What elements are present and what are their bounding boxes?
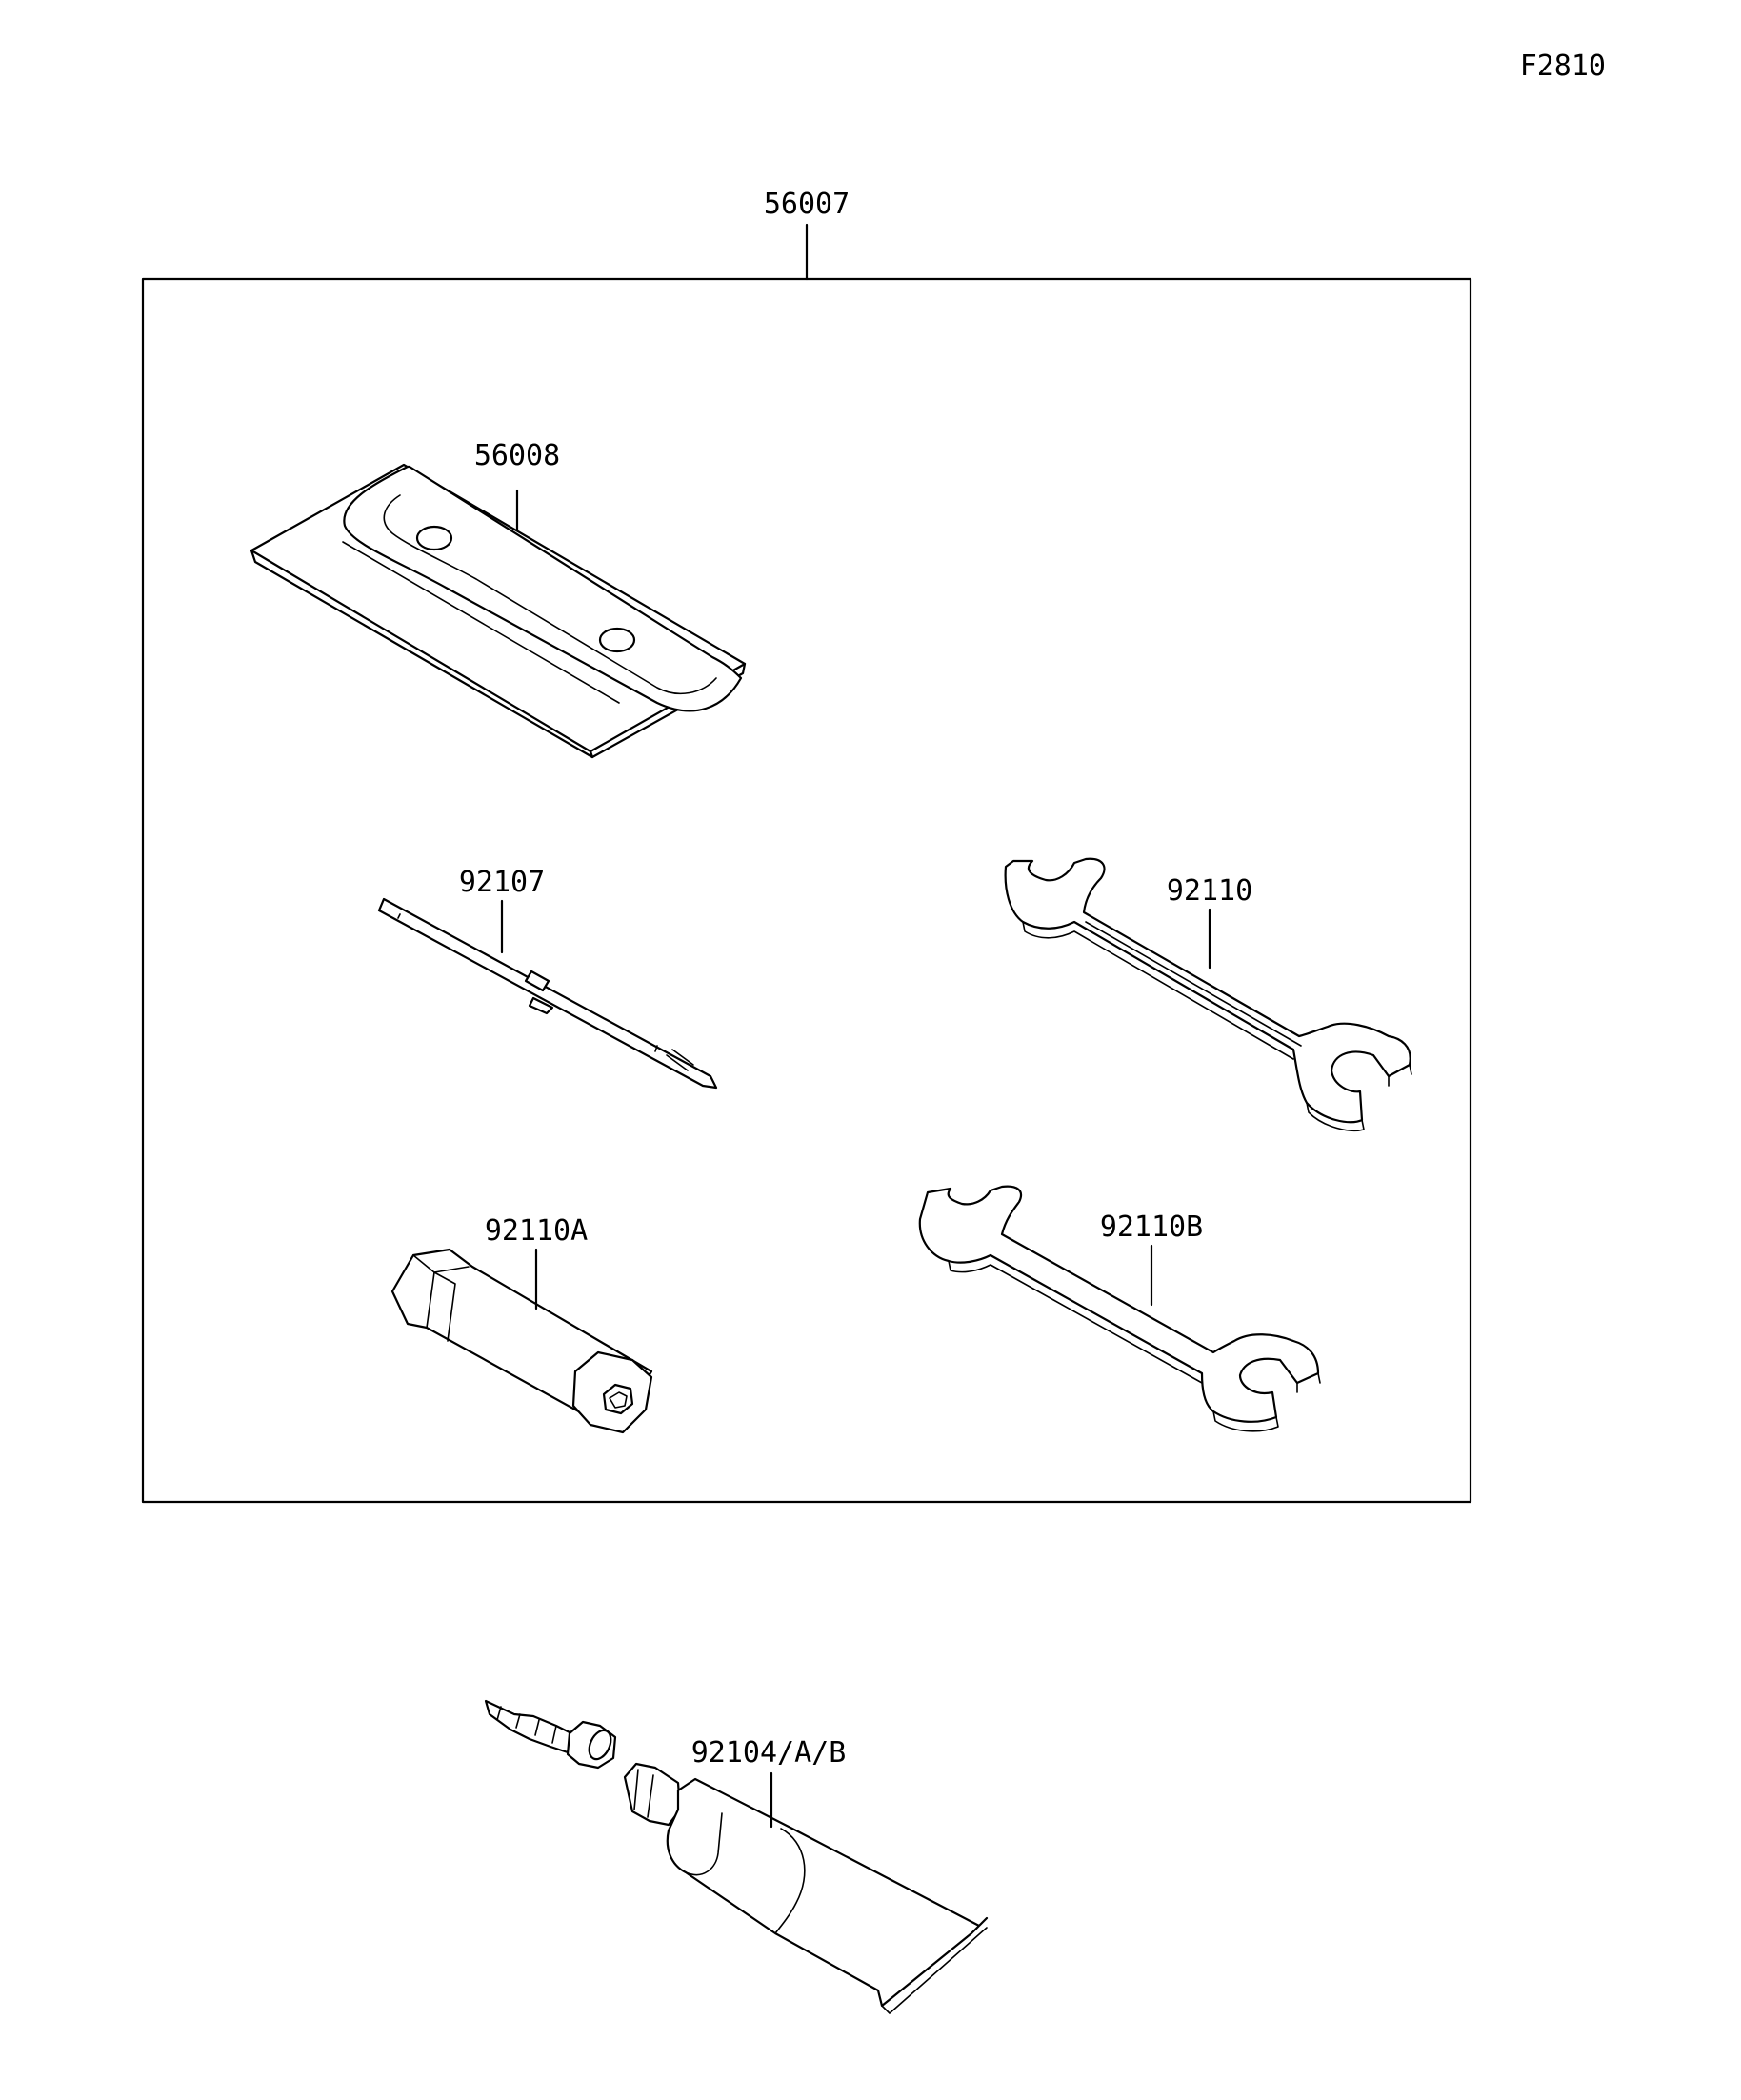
grease-tube-drawing — [484, 1699, 989, 2014]
screwdriver-drawing — [377, 897, 718, 1090]
spark-plug-wrench-group: 92110A — [390, 1214, 653, 1434]
grease-tube-group: 92104/A/B — [484, 1699, 989, 2014]
tool-kit-group: 56007 — [141, 188, 1472, 1504]
tool-bag-label[interactable]: 56008 — [474, 439, 560, 472]
spark-plug-wrench-label[interactable]: 92110A — [485, 1214, 588, 1248]
wrench-a-group: 92110 — [1004, 857, 1412, 1131]
tool-bag-drawing — [250, 463, 747, 759]
tool-bag-group: 56008 — [250, 439, 747, 759]
wrench-b-drawing — [918, 1185, 1321, 1432]
screwdriver-group: 92107 — [377, 866, 718, 1090]
tool-kit-label[interactable]: 56007 — [764, 188, 850, 221]
wrench-b-label[interactable]: 92110B — [1100, 1210, 1203, 1244]
tool-kit-frame — [141, 277, 1472, 1504]
wrench-a-drawing — [1004, 857, 1412, 1131]
screwdriver-label[interactable]: 92107 — [459, 866, 545, 899]
figure-code: F2810 — [1520, 50, 1606, 83]
spark-plug-wrench-drawing — [390, 1248, 653, 1434]
grease-tube-label[interactable]: 92104/A/B — [691, 1736, 847, 1770]
wrench-b-group: 92110B — [918, 1185, 1321, 1432]
wrench-a-label[interactable]: 92110 — [1167, 874, 1252, 908]
